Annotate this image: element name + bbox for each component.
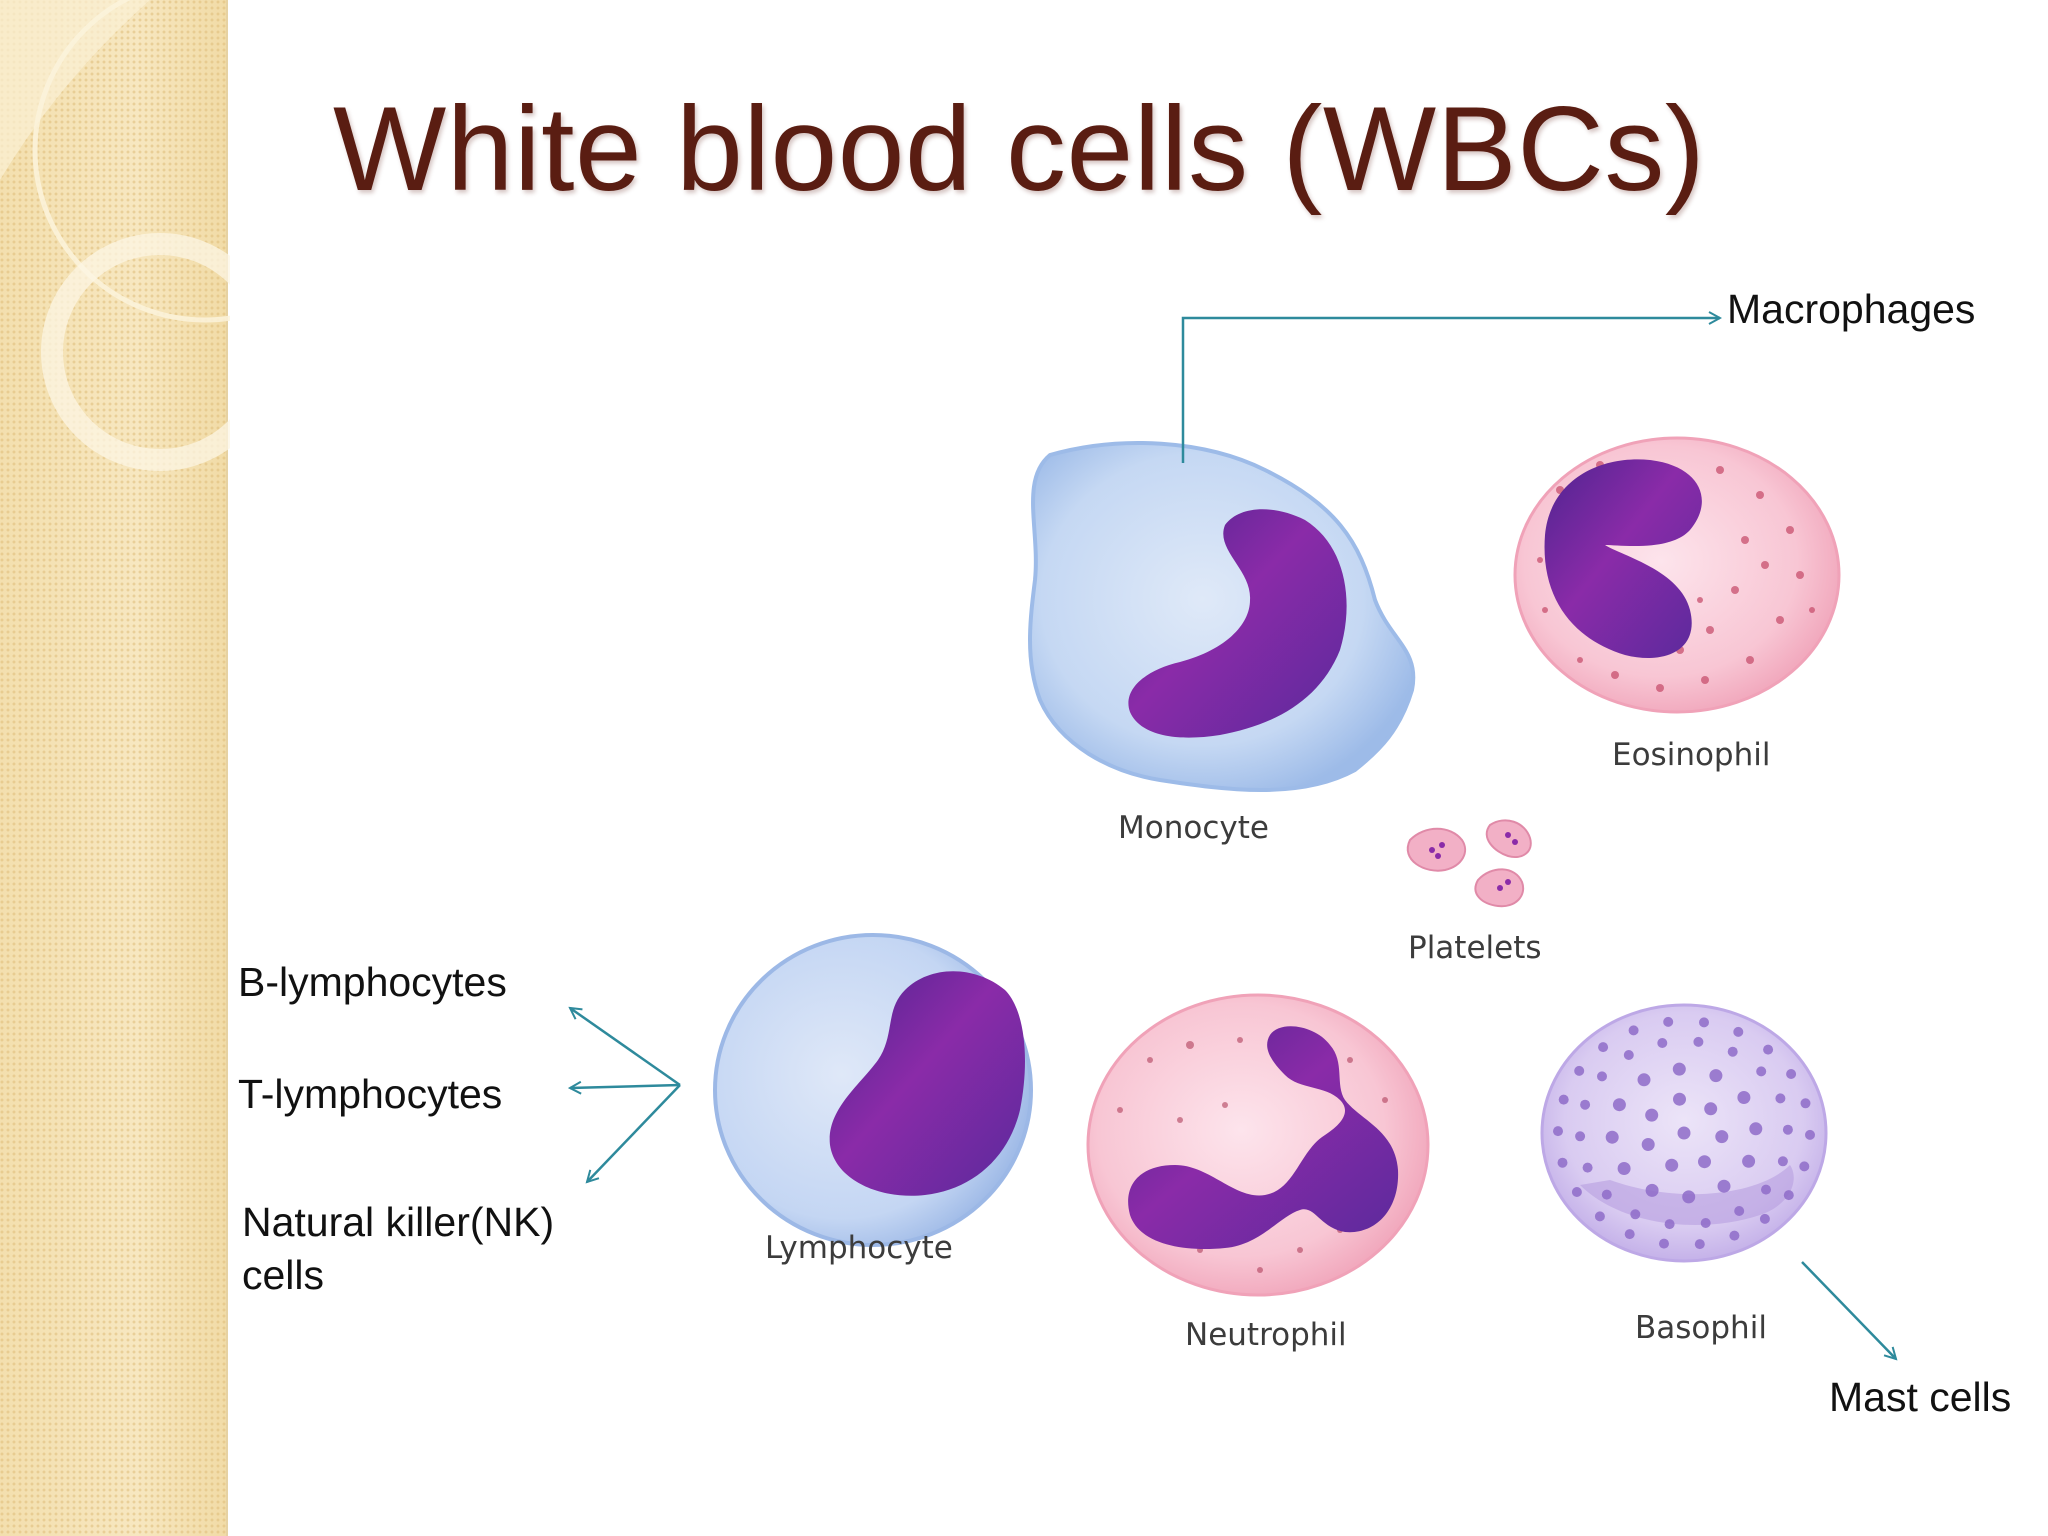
eosinophil-cell (1513, 436, 1841, 714)
nk-cells-arrow (587, 1084, 681, 1182)
decorative-ring-large (32, 0, 230, 323)
lymphocyte-label: Lymphocyte (765, 1230, 953, 1266)
t-lymphocytes-label: T-lymphocytes (238, 1071, 503, 1117)
platelet-2 (1485, 819, 1532, 858)
t-lymphocytes-arrow (570, 1085, 681, 1088)
neutrophil-label: Neutrophil (1185, 1317, 1347, 1353)
lymphocyte-cell (713, 933, 1033, 1247)
monocyte-label: Monocyte (1118, 810, 1269, 846)
platelets-label: Platelets (1408, 930, 1542, 966)
platelets (1406, 819, 1532, 908)
nk-cells-label-line2: cells (242, 1252, 325, 1299)
b-lymphocytes-arrow (570, 1008, 681, 1087)
monocyte-nucleus (1128, 509, 1347, 738)
platelet-1 (1406, 827, 1467, 872)
nk-cells-label-line1: Natural killer(NK) (242, 1199, 555, 1245)
side-band-edge (226, 0, 228, 1536)
basophil-cell (1540, 1003, 1828, 1263)
lymphocyte-nucleus (829, 971, 1025, 1196)
nk-cells-label: Natural killer(NK) cells (242, 1196, 554, 1303)
neutrophil-nucleus (1128, 1026, 1399, 1250)
neutrophil-cell (1086, 993, 1430, 1297)
eosinophil-granules (1537, 461, 1815, 692)
monocyte-cytoplasm (1028, 441, 1416, 792)
slide-title: White blood cells (WBCs) (333, 82, 1706, 216)
monocyte-cell (1028, 441, 1416, 792)
annotation-arrows (570, 318, 1896, 1359)
decorative-rings (0, 0, 230, 471)
decorative-ring-small (41, 233, 230, 471)
basophil-label: Basophil (1635, 1310, 1767, 1346)
basophil-granules (1553, 1016, 1815, 1250)
macrophages-arrow (1181, 318, 1720, 463)
eosinophil-nucleus (1544, 459, 1702, 658)
eosinophil-label: Eosinophil (1612, 737, 1771, 773)
b-lymphocytes-label: B-lymphocytes (238, 959, 507, 1005)
mast-cells-arrow (1801, 1261, 1896, 1359)
decorative-fold (0, 0, 150, 180)
neutrophil-granules (1117, 1037, 1388, 1273)
macrophages-label: Macrophages (1727, 286, 1976, 332)
mast-cells-label: Mast cells (1829, 1374, 2012, 1420)
